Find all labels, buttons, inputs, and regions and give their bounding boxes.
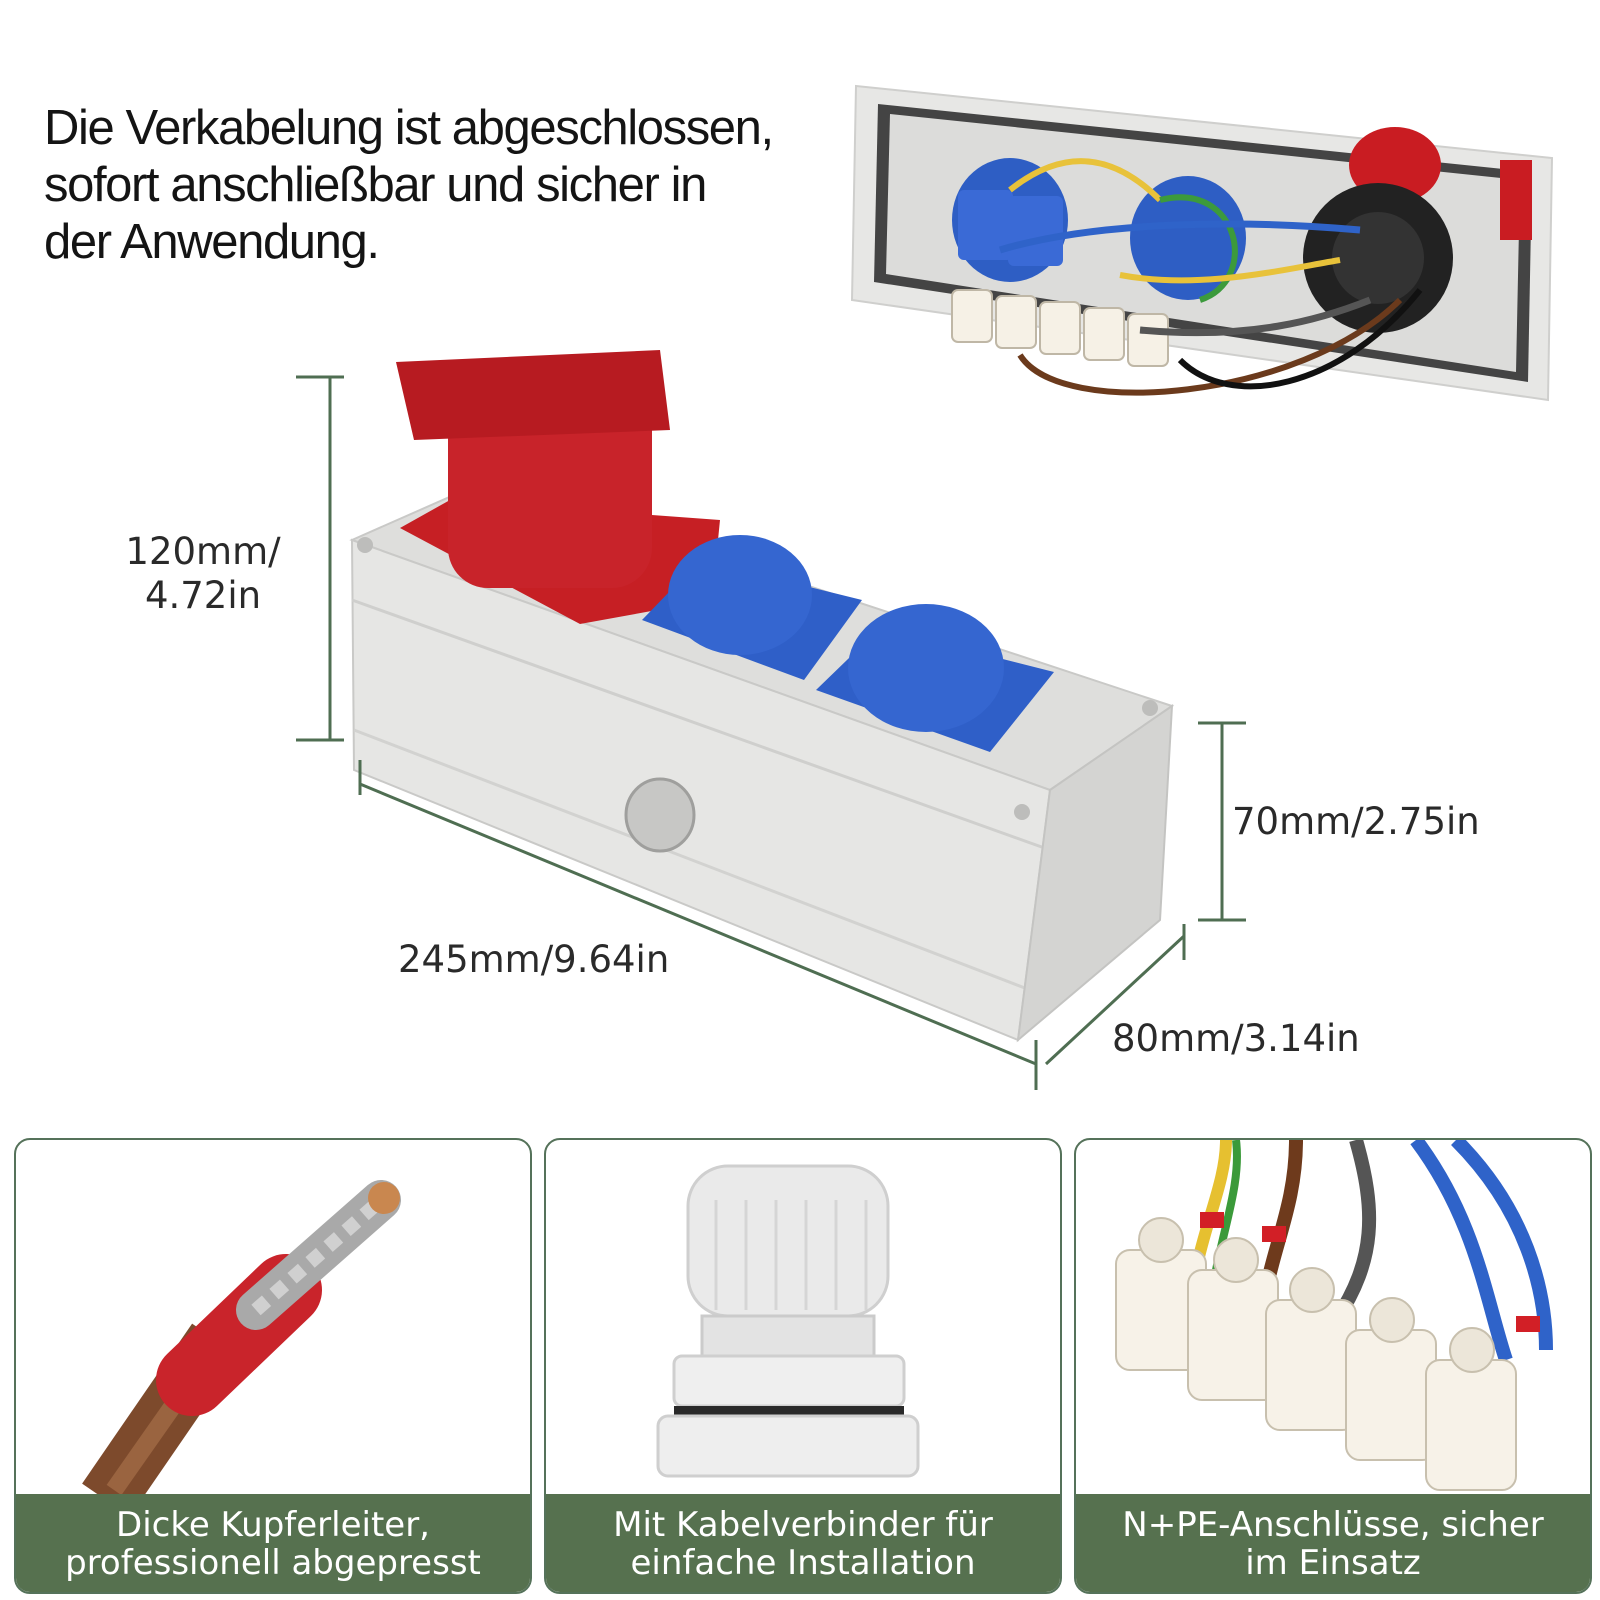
feature-card-terminal-block: N+PE-Anschlüsse, sicher im Einsatz: [1074, 1138, 1592, 1594]
depth-dimension-label: 70mm/2.75in: [1232, 800, 1480, 843]
distribution-box-image: [349, 350, 1175, 1043]
height-label-line-1: 120mm/: [125, 530, 281, 573]
feature-caption-line-1: N+PE-Anschlüsse, sicher: [1122, 1505, 1544, 1545]
height-label-line-2: 4.72in: [144, 574, 262, 617]
terminal-block-image: [1115, 1140, 1553, 1491]
headline-line-1: Die Verkabelung ist abgeschlossen,: [44, 101, 774, 155]
feature-caption-line-2: professionell abgepresst: [65, 1543, 481, 1583]
cable-gland-image: [656, 1164, 920, 1478]
feature-caption-line-1: Mit Kabelverbinder für: [613, 1505, 993, 1545]
product-illustration: [296, 84, 1554, 1090]
feature-caption: Mit Kabelverbinder für einfache Installa…: [546, 1494, 1060, 1592]
headline-line-3: der Anwendung.: [44, 215, 380, 269]
headline-line-2: sofort anschließbar und sicher in: [44, 158, 707, 212]
length-dimension-label: 245mm/9.64in: [398, 938, 670, 981]
feature-caption: Dicke Kupferleiter, professionell abgepr…: [16, 1494, 530, 1592]
feature-card-copper-wire: Dicke Kupferleiter, professionell abgepr…: [14, 1138, 532, 1594]
feature-caption-line-2: im Einsatz: [1245, 1543, 1421, 1583]
feature-caption: N+PE-Anschlüsse, sicher im Einsatz: [1076, 1494, 1590, 1592]
dimension-lines: [296, 375, 1246, 1090]
width-dimension-label: 80mm/3.14in: [1112, 1017, 1360, 1060]
copper-wire-image: [82, 1180, 401, 1500]
feature-caption-line-1: Dicke Kupferleiter,: [116, 1505, 430, 1545]
height-dimension-label: 120mm/ 4.72in: [118, 530, 288, 618]
headline: Die Verkabelung ist abgeschlossen, sofor…: [44, 100, 844, 271]
feature-card-cable-gland: Mit Kabelverbinder für einfache Installa…: [544, 1138, 1062, 1594]
feature-caption-line-2: einfache Installation: [630, 1543, 976, 1583]
open-box-wiring-image: [850, 84, 1554, 402]
